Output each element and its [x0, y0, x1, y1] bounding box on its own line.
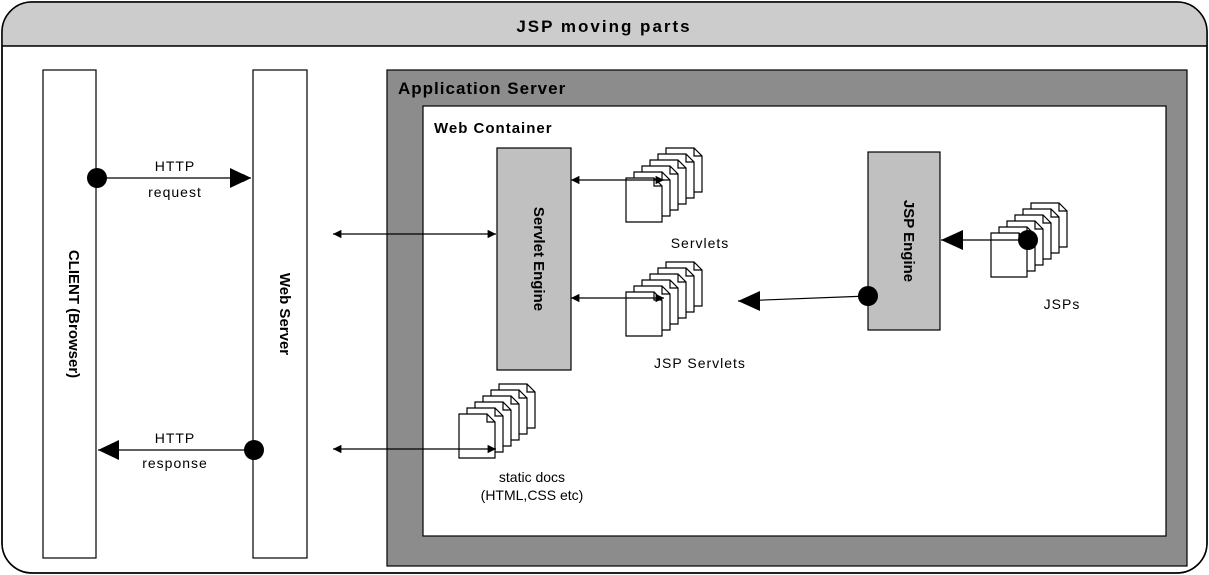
http-request-label-line2: request: [148, 184, 202, 200]
http-response-label-line2: response: [142, 455, 208, 471]
http-request-arrow: [87, 168, 251, 188]
jsp-engine-box: JSP Engine: [867, 151, 941, 331]
web-server-box: Web Server: [252, 69, 308, 559]
web-server-label: Web Server: [276, 273, 293, 355]
jsps-to-jsp-engine-arrow: [941, 230, 1038, 250]
servlet-engine-box: Servlet Engine: [496, 147, 572, 371]
static-docs-label-line1: static docs: [499, 469, 565, 485]
servlet-engine-label: Servlet Engine: [530, 207, 547, 311]
web-container-label: Web Container: [434, 120, 553, 137]
client-label: CLIENT (Browser): [65, 250, 82, 378]
jsp-engine-to-jsp-servlets-arrow: [737, 286, 878, 311]
http-response-arrow: [98, 440, 264, 460]
servlets-label: Servlets: [671, 235, 730, 251]
http-response-label-line1: HTTP: [155, 430, 196, 446]
http-request-label-line1: HTTP: [155, 158, 196, 174]
jsp-servlets-label: JSP Servlets: [654, 355, 746, 371]
jsp-engine-label: JSP Engine: [900, 200, 917, 282]
static-docs-label-line2: (HTML,CSS etc): [481, 487, 584, 503]
jsps-label: JSPs: [1044, 296, 1081, 312]
diagram-title: JSP moving parts: [516, 17, 691, 36]
client-box: CLIENT (Browser): [42, 69, 97, 559]
application-server-label: Application Server: [398, 79, 566, 98]
title-bar: [2, 2, 1207, 46]
